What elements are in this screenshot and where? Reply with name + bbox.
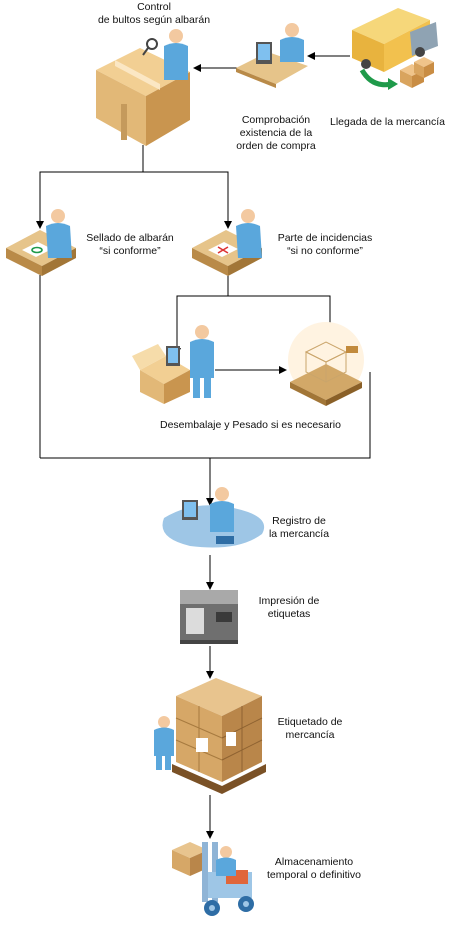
label-comprobacion: Comprobación existencia de la orden de c… — [236, 114, 316, 152]
line-box-split-right — [143, 171, 232, 229]
connectors — [36, 52, 371, 839]
label-etiquetado: Etiquetado de mercancía — [277, 716, 343, 741]
line-to-unpacking — [173, 295, 228, 356]
scale-icon — [288, 322, 364, 406]
line-to-scale — [228, 295, 334, 331]
box-inspection-icon — [96, 29, 190, 146]
label-impresion: Impresión de etiquetas — [258, 595, 320, 620]
label-llegada: Llegada de la mercancía — [330, 116, 445, 128]
label-almacenamiento: Almacenamiento temporal o definitivo — [267, 856, 361, 881]
line-scale-down — [40, 372, 371, 459]
label-control: Control de bultos según albarán — [97, 1, 211, 26]
truck-icon — [352, 8, 438, 90]
label-registro: Registro de la mercancía — [268, 515, 330, 540]
line-box-split — [36, 145, 144, 229]
label-sellado: Sellado de albarán “si conforme” — [86, 232, 174, 257]
worker-computer-icon — [236, 23, 308, 88]
label-parte: Parte de incidencias “si no conforme” — [277, 232, 373, 257]
incident-desk-icon — [192, 209, 262, 276]
stamp-desk-icon — [6, 209, 76, 276]
pallet-icon — [154, 678, 266, 794]
label-printer-icon — [180, 590, 238, 644]
unpacking-icon — [132, 325, 214, 404]
label-desembalaje: Desembalaje y Pesado si es necesario — [160, 419, 341, 431]
forklift-icon — [172, 842, 254, 916]
registration-desk-icon — [162, 487, 265, 548]
